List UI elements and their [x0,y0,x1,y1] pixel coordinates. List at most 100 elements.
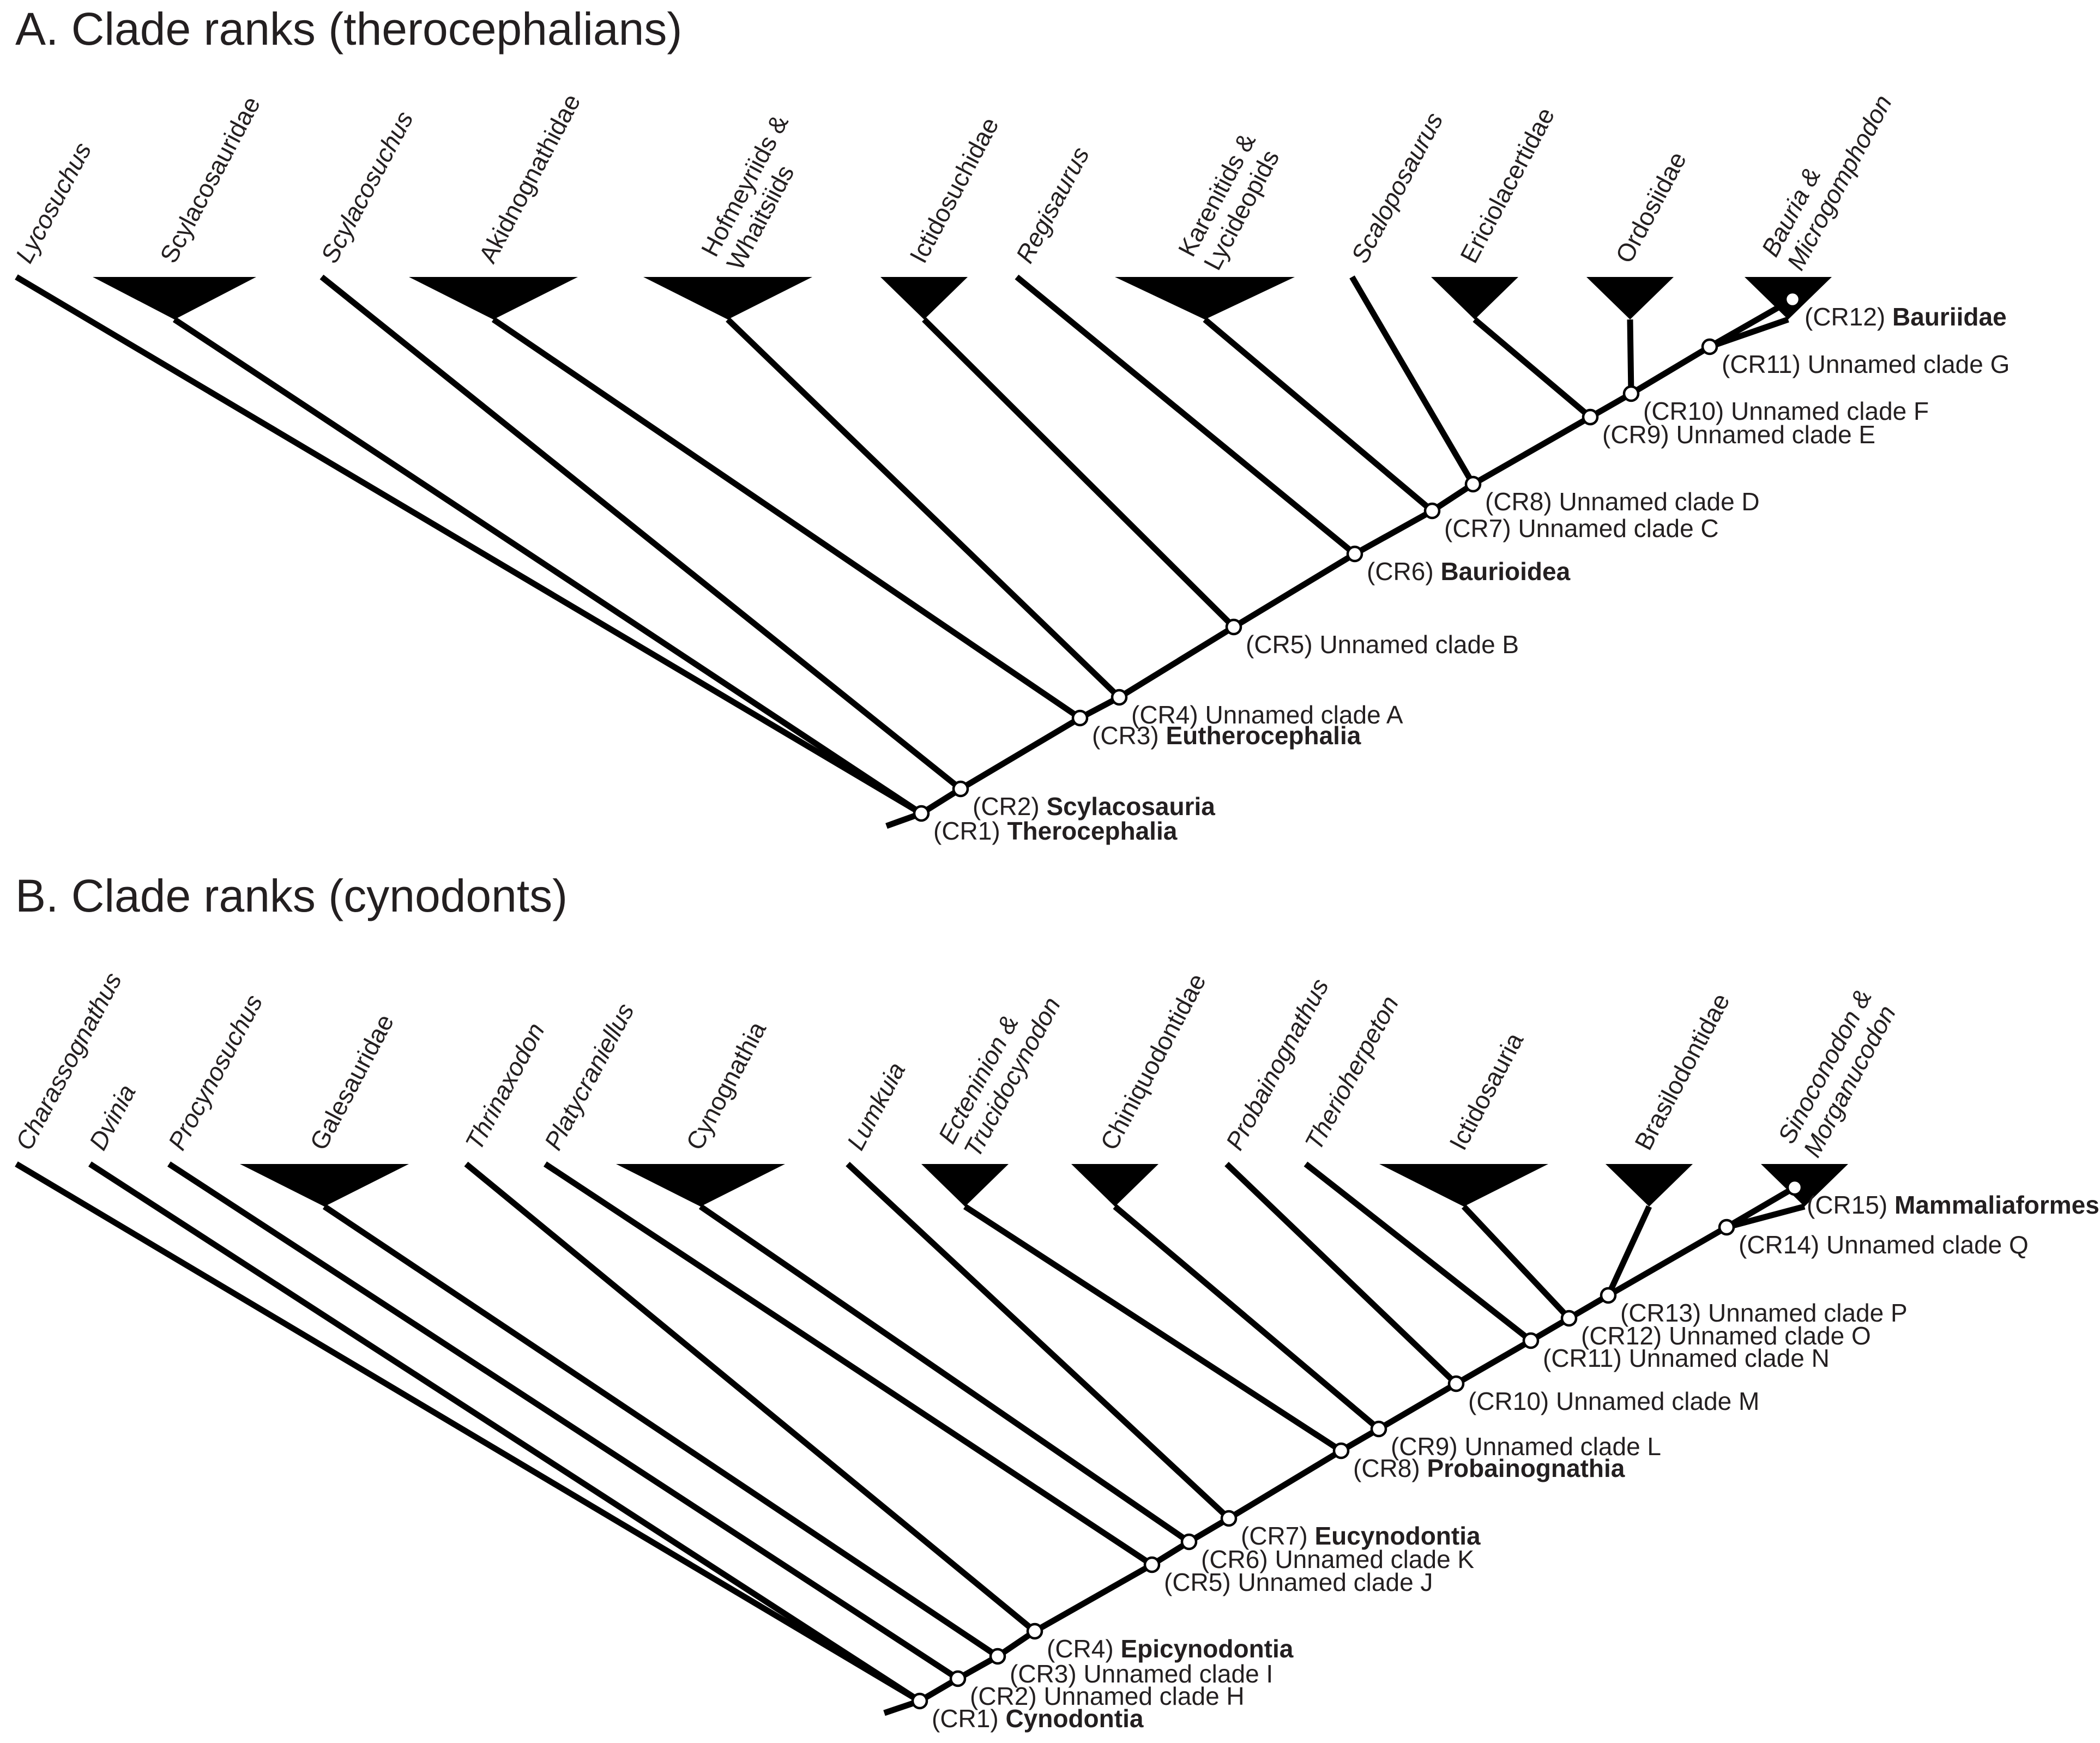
node-marker [1225,618,1242,636]
clade-rank-label: (CR7) Eucynodontia [1241,1522,1481,1550]
branch-charassognathus [15,1161,921,1704]
node-marker [1143,1556,1161,1573]
node-marker [1784,291,1801,308]
branch-dvinia [88,1161,921,1704]
clade-triangle-hofmeyriids-and-whaitsiids [643,277,812,319]
taxon-label: Ecteninion &Trucidocynodon [933,979,1066,1161]
node-marker [1026,1623,1043,1640]
taxon-label: Cynognathia [680,1017,771,1155]
taxon-label: Karenitids &Lycideopids [1173,128,1287,274]
clade-rank-label: (CR1) Therocephalia [933,817,1178,845]
clade-rank-label: (CR3) Unnamed clade I [1010,1660,1273,1688]
clade-triangle-akidnognathidae [409,277,578,319]
node-marker [1220,1510,1238,1527]
clade-rank-label: (CR2) Scylacosauria [973,792,1215,821]
clade-rank-label: (CR15) Mammaliaformes [1807,1191,2099,1219]
node-marker [911,1692,928,1710]
taxon-label: Ictidosuchidae [904,113,1004,268]
branch-lycosuchus [15,274,923,816]
clade-rank-label: (CR8) Probainognathia [1353,1454,1625,1482]
clade-rank-label: (CR14) Unnamed clade Q [1739,1231,2029,1259]
branch-cynognathia [698,1204,1191,1545]
taxon-label: Regisaurus [1010,142,1095,268]
taxon-label: Scylacosauridae [154,92,265,267]
node-marker [1464,475,1482,493]
taxon-label: Dvinia [83,1079,141,1154]
clade-triangle-brasilodontidae [1606,1164,1693,1207]
taxon-label: Scaloposaurus [1345,108,1449,268]
clade-rank-label: (CR11) Unnamed clade N [1543,1344,1830,1372]
branch-ordosiidae [1627,319,1634,394]
taxon-label: Chiniquodontidae [1095,969,1211,1155]
branch-regisaurus [1015,274,1357,557]
branch-karenitids-and-lycideopids [1203,317,1434,514]
branch-ictidosauria [1461,1204,1572,1320]
clade-rank-label: (CR6) Baurioidea [1367,557,1571,586]
clade-rank-label: (CR6) Unnamed clade K [1201,1545,1474,1573]
branch-procynosuchus [167,1161,960,1681]
taxon-label: Thrinaxodon [460,1018,550,1154]
clade-rank-label: (CR3) Eutherocephalia [1092,721,1361,750]
clade-triangle-ordosiidae [1586,277,1674,319]
panel-a-title: A. Clade ranks (therocephalians) [15,3,682,55]
clade-rank-label: (CR12) Bauriidae [1805,303,2007,331]
clade-triangle-galesauridae [240,1164,409,1207]
node-marker [1346,545,1363,563]
branch-akidnognathidae [491,317,1082,721]
branch-scylacosauridae [172,317,924,816]
clade-rank-label: (CR11) Unnamed clade G [1722,350,2010,378]
node-marker [1701,338,1718,355]
branch-hofmeyriids-and-whaitsiids [726,317,1121,699]
node-marker [1582,408,1599,426]
clade-triangle-ecteninion-and-trucidocynodon [921,1164,1009,1207]
node-marker [1447,1375,1465,1392]
clade-rank-label: (CR8) Unnamed clade D [1485,487,1760,516]
taxon-label: Brasilodontidae [1629,988,1735,1154]
branch-scaloposaurus [1349,275,1476,486]
taxon-label: Lycosuchus [10,138,97,268]
node-marker [989,1648,1006,1665]
clade-triangle-ictidosuchidae [880,277,968,319]
clade-triangle-karenitids-and-lycideopids [1115,277,1295,319]
taxon-label: Ordosiidae [1610,147,1692,268]
taxon-label: Platycraniellus [539,998,639,1154]
taxon-label: Galesauridae [304,1010,399,1155]
node-marker [952,780,969,798]
branch-lumkuia [846,1161,1231,1521]
clade-rank-label: (CR7) Unnamed clade C [1444,514,1719,542]
clade-triangle-scylacosauridae [93,277,256,319]
branch-probainognathus [1224,1162,1458,1386]
clade-rank-label: (CR5) Unnamed clade B [1246,630,1519,659]
clade-rank-label: (CR5) Unnamed clade J [1164,1568,1433,1596]
branch-ericiolacertidae [1473,317,1592,420]
node-marker [949,1670,967,1687]
clade-rank-label: (CR9) Unnamed clade L [1391,1432,1661,1461]
clade-rank-label: (CR10) Unnamed clade F [1643,397,1929,425]
clade-rank-label: (CR12) Unnamed clade O [1581,1322,1871,1350]
node-marker [1600,1287,1617,1304]
node-marker [1560,1310,1578,1327]
branch-bauria-and-microgomphodon [1709,316,1789,350]
clade-triangle-cynognathia [616,1164,785,1207]
branch-galesauridae [322,1204,1000,1659]
taxon-label: Scylacosuchus [315,106,419,267]
taxon-label: Ericiolacertidae [1455,103,1560,268]
node-marker [913,805,930,822]
clade-triangle-sinoconodon-and-morganucodon [1761,1164,1848,1207]
branch-ictidosuchidae [922,317,1236,629]
clade-triangle-ictidosauria [1379,1164,1548,1207]
taxon-label: Ictidosauria [1444,1028,1529,1154]
node-marker [1522,1332,1540,1349]
clade-rank-label: (CR10) Unnamed clade M [1468,1387,1759,1415]
branch-brasilodontidae [1606,1205,1652,1297]
spine-branch [883,1185,1796,1716]
clade-rank-label: (CR4) Unnamed clade A [1131,701,1403,729]
node-marker [1718,1219,1735,1236]
clade-rank-label: (CR1) Cynodontia [932,1704,1144,1733]
clade-triangle-ericiolacertidae [1431,277,1518,319]
node-marker [1332,1442,1350,1459]
node-marker [1370,1420,1387,1438]
